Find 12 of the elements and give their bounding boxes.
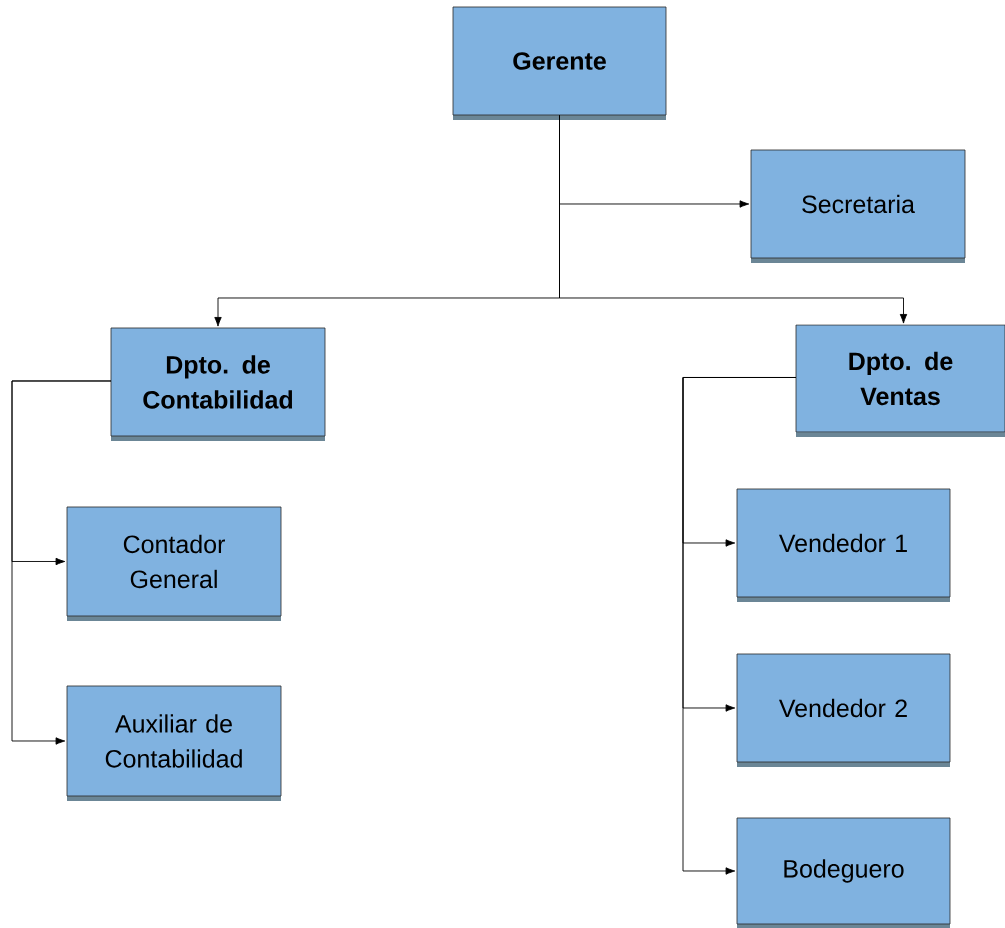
position-box: Vendedor 1 (736, 488, 951, 602)
position-box: Secretaria (750, 149, 966, 263)
position-box: Auxiliar de Contabilidad (66, 685, 282, 801)
department-box: Dpto. de Contabilidad (110, 327, 326, 441)
department-box: Dpto. de Ventas (795, 324, 1005, 437)
arrow (11, 380, 112, 745)
position-box: Bodeguero (736, 817, 951, 928)
department-box: Gerente (452, 6, 667, 120)
position-box: Vendedor 2 (736, 653, 951, 767)
arrow (682, 377, 797, 875)
arrow (559, 114, 908, 324)
position-box: Contador General (66, 506, 282, 621)
